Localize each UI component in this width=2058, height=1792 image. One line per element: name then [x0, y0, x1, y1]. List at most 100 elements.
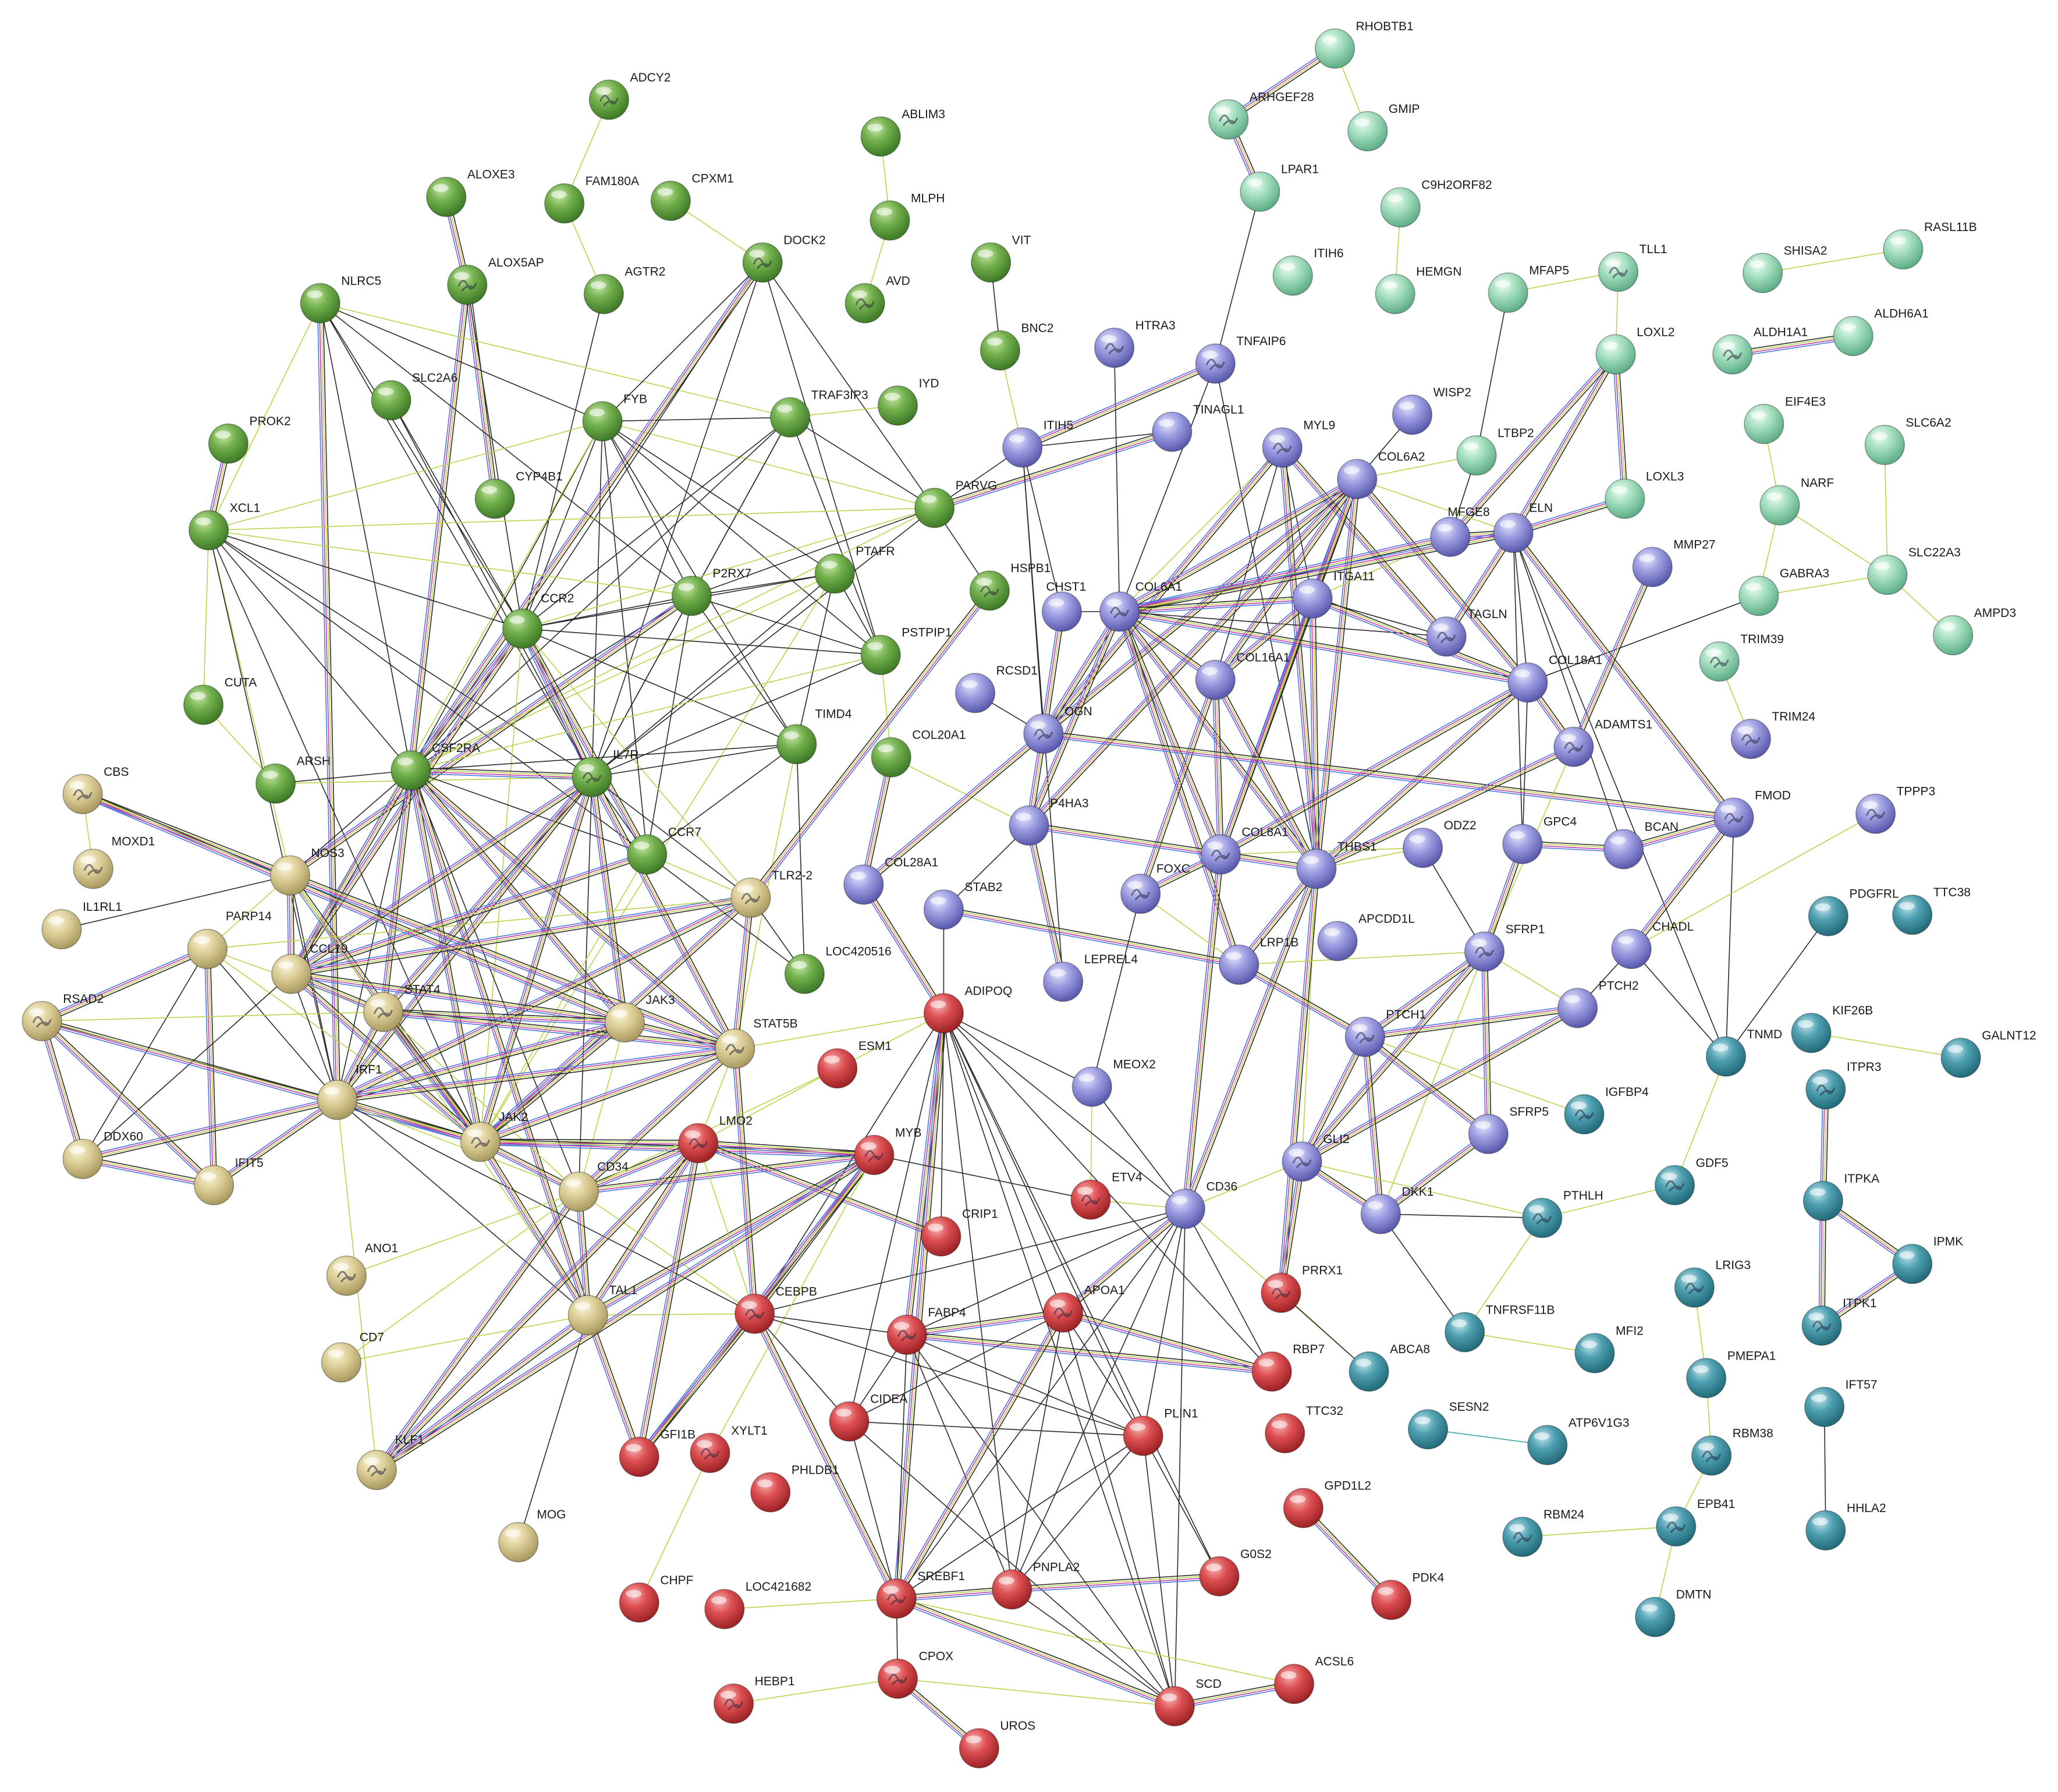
node-shisa2[interactable]: SHISA2 — [1743, 244, 1828, 293]
node-sphere[interactable] — [1152, 411, 1193, 452]
node-mfi2[interactable]: MFI2 — [1574, 1324, 1644, 1374]
node-sphere[interactable] — [1892, 1244, 1933, 1284]
node-sphere[interactable] — [992, 1569, 1032, 1610]
node-cpox[interactable]: CPOX — [877, 1650, 953, 1699]
node-sphere[interactable] — [1041, 591, 1082, 632]
node-sphere[interactable] — [1759, 485, 1800, 526]
node-il1rl1[interactable]: IL1RL1 — [41, 900, 122, 950]
node-sphere[interactable] — [860, 634, 901, 675]
node-sphere[interactable] — [619, 1582, 659, 1623]
node-sphere[interactable] — [188, 510, 229, 551]
node-sphere[interactable] — [1632, 547, 1673, 587]
node-avd[interactable]: AVD — [845, 274, 910, 324]
node-itih6[interactable]: ITIH6 — [1272, 247, 1344, 296]
node-adcy2[interactable]: ADCY2 — [588, 71, 671, 120]
node-rbm24[interactable]: RBM24 — [1502, 1508, 1584, 1557]
node-mmp27[interactable]: MMP27 — [1632, 538, 1716, 587]
node-bcan[interactable]: BCAN — [1603, 820, 1679, 870]
node-cd34[interactable]: CD34 — [558, 1161, 629, 1212]
node-trim39[interactable]: TRIM39 — [1699, 633, 1784, 682]
node-sphere[interactable] — [1864, 424, 1905, 466]
node-chpf[interactable]: CHPF — [619, 1574, 693, 1623]
node-sphere[interactable] — [1940, 1038, 1981, 1078]
node-sphere[interactable] — [1002, 427, 1043, 468]
node-ccl19[interactable]: CCL19 — [271, 942, 348, 994]
node-wisp2[interactable]: WISP2 — [1392, 386, 1471, 435]
node-sphere[interactable] — [914, 488, 955, 528]
node-sphere[interactable] — [870, 200, 910, 241]
node-cyp4b1[interactable]: CYP4B1 — [474, 470, 563, 519]
node-sphere[interactable] — [1488, 272, 1528, 313]
node-loxl2[interactable]: LOXL2 — [1595, 325, 1675, 375]
node-eif4e3[interactable]: EIF4E3 — [1744, 395, 1826, 444]
node-sphere[interactable] — [1867, 555, 1908, 595]
node-sphere[interactable] — [1527, 1425, 1568, 1465]
node-pnpla2[interactable]: PNPLA2 — [992, 1560, 1080, 1610]
node-sphere[interactable] — [1743, 253, 1783, 293]
node-sphere[interactable] — [671, 576, 712, 616]
node-sphere[interactable] — [271, 953, 312, 994]
node-gdf5[interactable]: GDF5 — [1654, 1156, 1729, 1205]
node-sphere[interactable] — [1635, 1596, 1676, 1637]
node-abca8[interactable]: ABCA8 — [1349, 1343, 1430, 1392]
node-sphere[interactable] — [817, 1048, 858, 1089]
node-pstpip1[interactable]: PSTPIP1 — [860, 626, 952, 675]
node-tlr2-2[interactable]: TLR2-2 — [730, 869, 812, 918]
node-sphere[interactable] — [1802, 1180, 1843, 1221]
node-hebp1[interactable]: HEBP1 — [714, 1675, 795, 1724]
node-col18a1[interactable]: COL18A1 — [1507, 654, 1602, 703]
node-ipmk[interactable]: IPMK — [1892, 1235, 1963, 1284]
node-sphere[interactable] — [1595, 334, 1636, 375]
node-kif26b[interactable]: KIF26B — [1791, 1004, 1873, 1053]
node-rcsd1[interactable]: RCSD1 — [955, 664, 1038, 714]
node-agtr2[interactable]: AGTR2 — [583, 265, 666, 314]
node-ano1[interactable]: ANO1 — [326, 1241, 399, 1296]
node-sphere[interactable] — [1337, 459, 1378, 499]
node-narf[interactable]: NARF — [1759, 477, 1834, 526]
node-sphere[interactable] — [860, 116, 901, 157]
node-stab2[interactable]: STAB2 — [923, 881, 1003, 930]
node-sphere[interactable] — [1219, 944, 1259, 985]
node-sphere[interactable] — [1744, 403, 1784, 444]
node-col16a1[interactable]: COL16A1 — [1195, 651, 1290, 700]
node-foxc[interactable]: FOXC — [1120, 863, 1190, 914]
node-p2rx7[interactable]: P2RX7 — [671, 567, 751, 616]
node-gpc4[interactable]: GPC4 — [1502, 815, 1577, 864]
node-tagln[interactable]: TAGLN — [1426, 608, 1507, 657]
node-leprel4[interactable]: LEPREL4 — [1043, 953, 1138, 1002]
node-sphere[interactable] — [1314, 28, 1356, 69]
node-sphere[interactable] — [750, 1472, 791, 1513]
node-sphere[interactable] — [1808, 896, 1848, 936]
node-hemgn[interactable]: HEMGN — [1375, 265, 1461, 314]
node-tinagl1[interactable]: TINAGL1 — [1152, 403, 1244, 452]
node-ogn[interactable]: OGN — [1023, 705, 1092, 754]
node-odz2[interactable]: ODZ2 — [1402, 819, 1477, 868]
node-gabra3[interactable]: GABRA3 — [1738, 567, 1829, 616]
node-rasl11b[interactable]: RASL11B — [1883, 221, 1977, 270]
node-sphere[interactable] — [923, 993, 964, 1034]
node-sphere[interactable] — [1507, 662, 1548, 703]
node-sphere[interactable] — [1791, 1013, 1832, 1053]
node-etv4[interactable]: ETV4 — [1070, 1171, 1142, 1220]
node-rbp7[interactable]: RBP7 — [1251, 1343, 1325, 1392]
node-sphere[interactable] — [921, 1216, 961, 1257]
node-sphere[interactable] — [1360, 1194, 1401, 1234]
node-sfrp5[interactable]: SFRP5 — [1468, 1105, 1549, 1154]
node-sphere[interactable] — [1883, 229, 1924, 270]
node-sphere[interactable] — [558, 1172, 599, 1212]
node-atp6v1g3[interactable]: ATP6V1G3 — [1527, 1416, 1630, 1465]
node-sphere[interactable] — [300, 283, 340, 324]
node-klf1[interactable]: KLF1 — [356, 1433, 424, 1491]
node-csf2ra[interactable]: CSF2RA — [391, 741, 480, 791]
node-phldb1[interactable]: PHLDB1 — [750, 1463, 839, 1513]
node-sphere[interactable] — [1371, 1580, 1411, 1620]
node-apcdd1l[interactable]: APCDD1L — [1317, 912, 1415, 961]
node-p4ha3[interactable]: P4HA3 — [1009, 797, 1089, 846]
node-ifit5[interactable]: IFIT5 — [194, 1156, 264, 1205]
node-slc2a6[interactable]: SLC2A6 — [371, 371, 457, 421]
node-sphere[interactable] — [829, 1401, 870, 1442]
node-chadl[interactable]: CHADL — [1611, 920, 1694, 970]
node-tnfaip6[interactable]: TNFAIP6 — [1195, 335, 1286, 384]
node-sphere[interactable] — [784, 953, 825, 994]
node-tnmd[interactable]: TNMD — [1705, 1028, 1783, 1077]
